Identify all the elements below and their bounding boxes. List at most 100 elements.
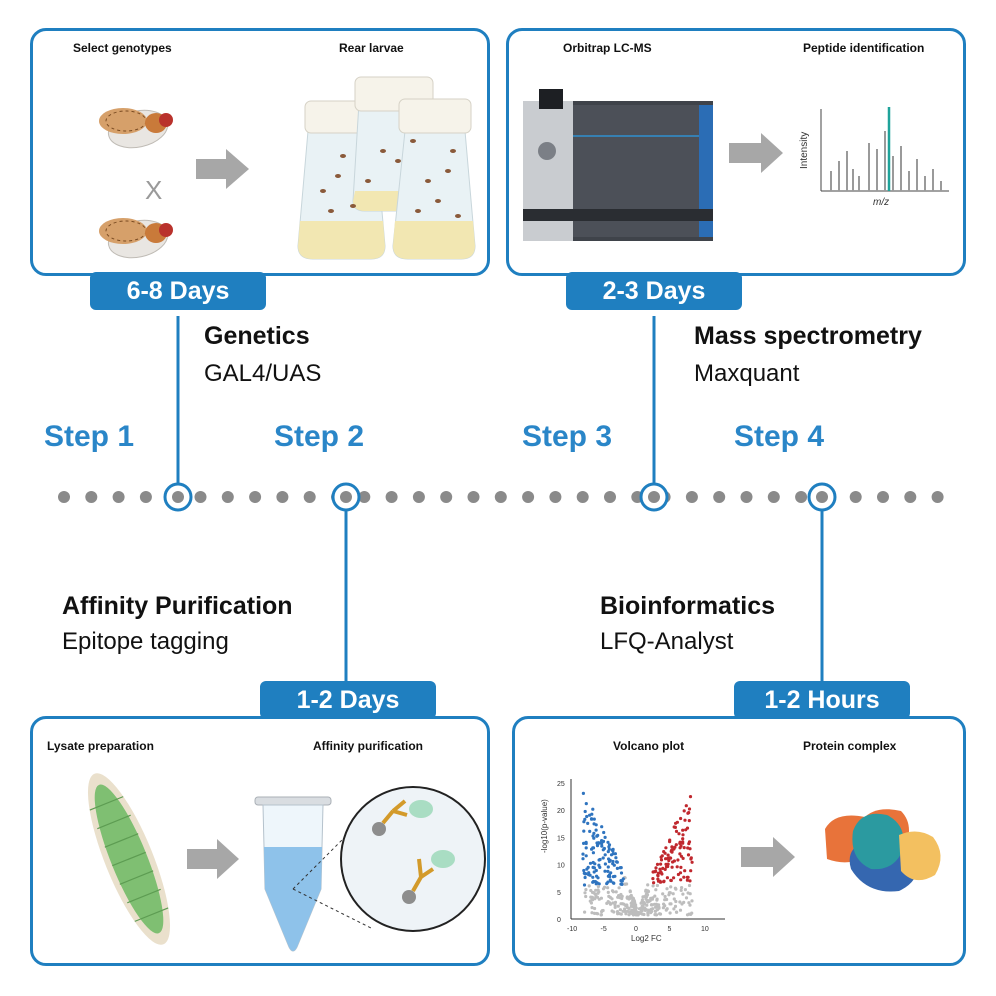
volcano-point xyxy=(659,871,663,875)
label-protein-complex: Protein complex xyxy=(803,739,897,753)
volcano-point xyxy=(685,878,689,882)
volcano-point xyxy=(599,913,603,917)
volcano-point xyxy=(581,791,585,795)
volcano-point xyxy=(687,912,691,916)
volcano-point xyxy=(592,831,596,835)
subtitle-step2: Epitope tagging xyxy=(62,628,229,655)
volcano-point xyxy=(687,840,692,844)
protein-complex-icon xyxy=(825,809,941,892)
volcano-point xyxy=(603,835,607,839)
volcano-point xyxy=(674,910,679,914)
subtitle-step4: LFQ-Analyst xyxy=(600,628,734,655)
volcano-point xyxy=(601,908,605,913)
volcano-point xyxy=(631,913,635,917)
volcano-point xyxy=(619,879,623,883)
volcano-point xyxy=(678,846,682,850)
volcano-point xyxy=(620,882,624,886)
volcano-ytick-label: 15 xyxy=(557,835,565,842)
volcano-ytick-label: 0 xyxy=(557,917,561,924)
volcano-point xyxy=(686,846,690,850)
volcano-xlabel: Log2 FC xyxy=(631,934,662,943)
volcano-point xyxy=(597,863,601,867)
volcano-point xyxy=(584,802,588,806)
label-rear-larvae: Rear larvae xyxy=(339,41,404,55)
volcano-point xyxy=(690,860,694,864)
volcano-point xyxy=(690,899,694,903)
volcano-point xyxy=(663,867,667,871)
volcano-point xyxy=(672,876,676,880)
volcano-point xyxy=(611,847,615,851)
volcano-point xyxy=(646,889,650,893)
volcano-point xyxy=(582,883,587,887)
duration-badge-step2: 1-2 Days xyxy=(260,681,436,719)
volcano-point xyxy=(682,846,686,850)
volcano-point xyxy=(668,838,672,842)
volcano-point xyxy=(669,856,673,860)
volcano-xtick-label: -5 xyxy=(601,926,607,933)
volcano-point xyxy=(603,862,607,866)
volcano-point xyxy=(644,897,648,901)
arrow-right-icon xyxy=(187,839,239,879)
volcano-point xyxy=(596,833,600,837)
volcano-point xyxy=(601,839,606,843)
volcano-point xyxy=(673,845,677,849)
volcano-point xyxy=(683,818,687,822)
timeline-dot xyxy=(303,491,316,503)
volcano-point xyxy=(616,904,620,908)
volcano-point xyxy=(651,884,655,888)
volcano-point xyxy=(618,908,622,912)
volcano-point xyxy=(640,900,644,904)
volcano-point xyxy=(614,856,618,860)
volcano-point xyxy=(649,907,653,911)
volcano-point xyxy=(608,902,613,906)
volcano-point xyxy=(672,907,676,911)
volcano-point xyxy=(583,891,587,895)
volcano-point xyxy=(584,840,588,844)
volcano-point xyxy=(663,894,667,899)
timeline-dot xyxy=(276,491,289,503)
volcano-point xyxy=(676,872,680,877)
volcano-point xyxy=(582,868,586,873)
volcano-point xyxy=(655,897,659,901)
arrow-right-icon xyxy=(729,133,783,173)
volcano-point xyxy=(659,858,664,862)
volcano-point xyxy=(625,895,629,899)
volcano-point xyxy=(606,850,610,854)
volcano-point xyxy=(609,853,614,857)
volcano-point xyxy=(686,811,690,815)
timeline-dot xyxy=(604,491,616,503)
volcano-point xyxy=(679,865,683,869)
timeline-dot xyxy=(522,491,535,503)
volcano-point xyxy=(619,912,623,916)
volcano-point xyxy=(639,907,643,911)
volcano-point xyxy=(603,869,607,873)
volcano-point xyxy=(644,908,648,912)
volcano-point xyxy=(672,859,676,863)
volcano-point xyxy=(689,869,693,873)
larva-icon xyxy=(87,773,171,945)
volcano-point xyxy=(668,891,672,895)
volcano-point xyxy=(687,807,692,811)
fly-vials-icon xyxy=(297,76,476,260)
step-label-3: Step 3 xyxy=(522,420,613,453)
volcano-point xyxy=(591,807,595,811)
volcano-point xyxy=(615,910,620,914)
volcano-point xyxy=(675,865,679,869)
volcano-point xyxy=(642,895,647,899)
volcano-point xyxy=(603,885,607,889)
volcano-point xyxy=(594,882,598,886)
volcano-point xyxy=(665,876,669,880)
arrow-right-icon xyxy=(196,149,249,189)
volcano-point xyxy=(676,858,680,862)
timeline-ring-step4 xyxy=(807,482,837,512)
timeline-dot xyxy=(385,491,398,503)
affinity-illustration xyxy=(87,773,486,952)
volcano-point xyxy=(658,879,662,883)
volcano-point xyxy=(606,874,610,878)
volcano-point xyxy=(683,888,687,892)
volcano-point xyxy=(606,865,610,869)
volcano-point xyxy=(659,862,663,866)
timeline-ring-step2 xyxy=(331,482,361,512)
volcano-point xyxy=(648,899,652,903)
